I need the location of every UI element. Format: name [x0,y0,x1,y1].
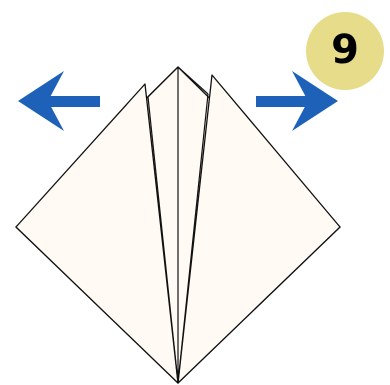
arrow-left-icon [18,71,100,131]
step-badge: 9 [306,12,384,90]
step-number: 9 [331,30,359,70]
